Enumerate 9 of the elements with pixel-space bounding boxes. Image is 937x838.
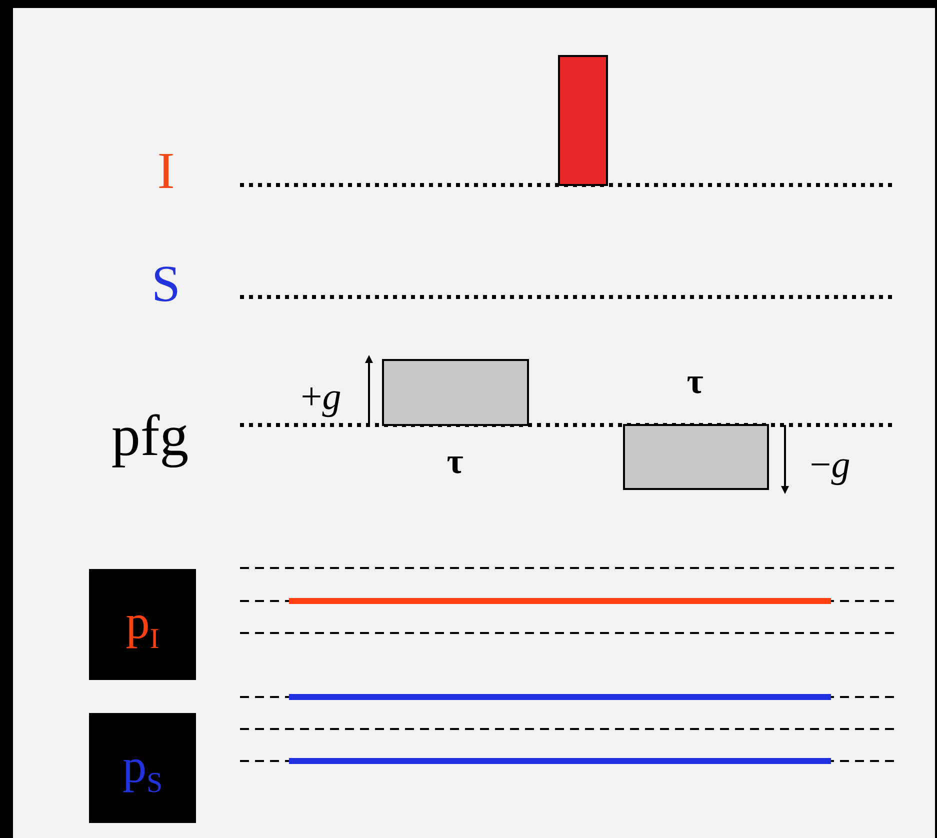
- coherence-label: p$_{S}$: [89, 713, 196, 823]
- delay-label: τ: [686, 363, 704, 399]
- gradient-label: −g: [810, 446, 850, 484]
- channel-label: S: [152, 259, 180, 311]
- coherence-label: p$_{I}$: [89, 569, 196, 680]
- gradient-label: +g: [300, 378, 342, 416]
- channel-label: pfg: [111, 407, 189, 465]
- channel-label: I: [157, 146, 175, 198]
- delay-label: τ: [446, 443, 464, 479]
